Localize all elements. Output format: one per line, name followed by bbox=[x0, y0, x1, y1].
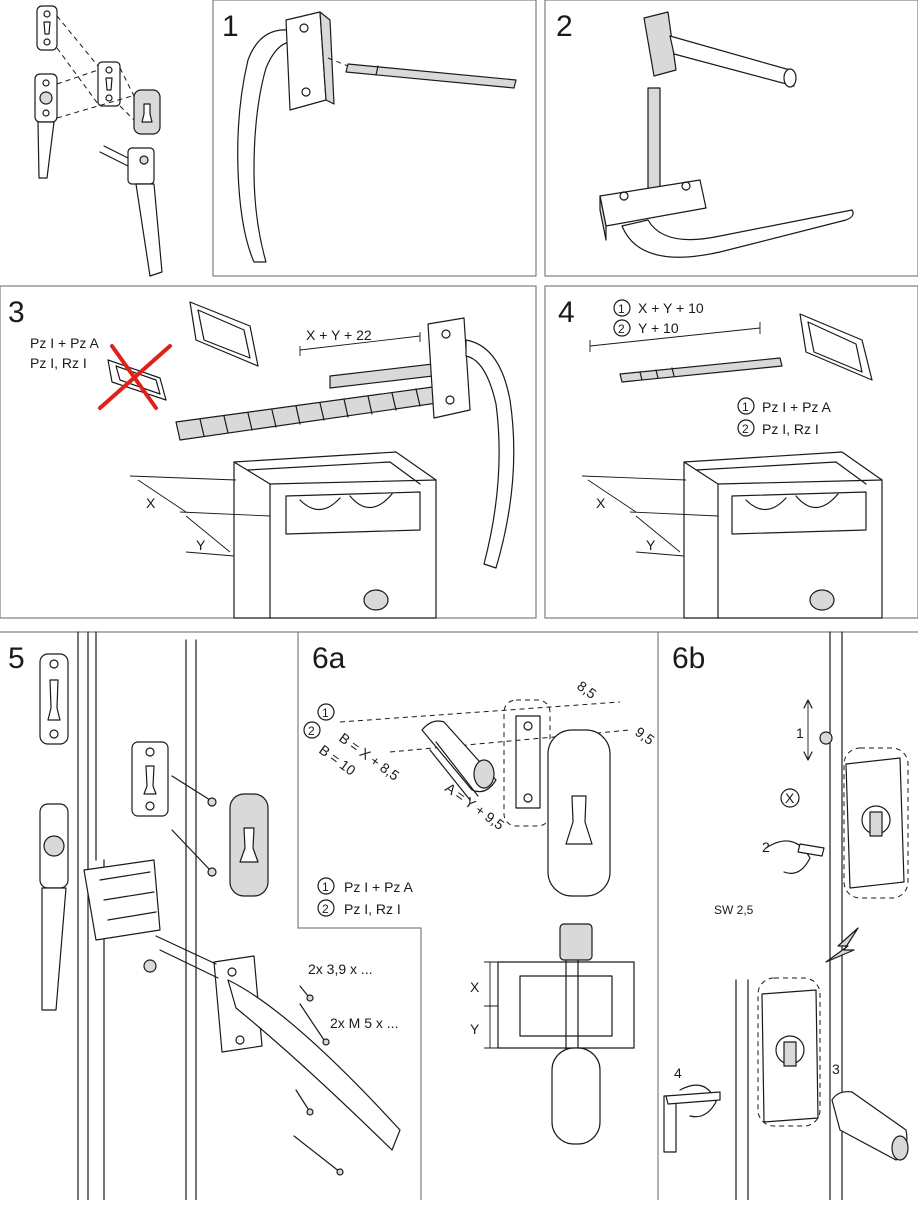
window-profile-3 bbox=[233, 451, 437, 619]
dimension-y-label: Y bbox=[196, 537, 206, 553]
dimension-x-label-4: X bbox=[596, 495, 606, 511]
folding-ruler bbox=[175, 385, 445, 441]
circle-number-2: 2 bbox=[618, 322, 625, 336]
rosette-5 bbox=[39, 653, 69, 745]
spindle-length-formula: X + Y + 22 bbox=[306, 327, 372, 343]
cylinder-6b bbox=[831, 1091, 909, 1161]
dimension-y-label-4: Y bbox=[646, 537, 656, 553]
variant-1: Pz I + Pz A bbox=[762, 399, 832, 415]
panel-6b: 6b 1 X 2 SW 2,5 bbox=[663, 631, 909, 1201]
dimension-x-label: X bbox=[146, 495, 156, 511]
cover-template bbox=[189, 301, 259, 367]
arrow-label-4: 4 bbox=[674, 1065, 682, 1081]
step-number-2: 2 bbox=[556, 10, 573, 43]
cylinder-6a bbox=[339, 701, 631, 801]
handle-5-left bbox=[39, 803, 69, 1011]
dimension-x-y-6a: X Y bbox=[470, 961, 498, 1049]
lock-case-6b-top bbox=[843, 747, 909, 899]
handle-5-right bbox=[143, 935, 401, 1151]
wrench-size: SW 2,5 bbox=[714, 903, 754, 917]
lock-case-6b-bottom bbox=[735, 977, 821, 1201]
circle-6a-2: 2 bbox=[308, 724, 315, 738]
handle-on-profile-3 bbox=[427, 317, 515, 569]
screw-spec-1: 2x 3,9 x ... bbox=[308, 961, 373, 977]
arrow-1-6b: 1 bbox=[796, 699, 813, 761]
step-number-3: 3 bbox=[8, 296, 25, 329]
formula-1: X + Y + 10 bbox=[638, 300, 704, 316]
step-number-1: 1 bbox=[222, 10, 239, 43]
circle-number-1b: 1 bbox=[742, 400, 749, 414]
dim-right: 9,5 bbox=[632, 723, 657, 748]
variant-2: Pz I, Rz I bbox=[762, 421, 819, 437]
direction-arrow-icon bbox=[825, 927, 859, 963]
step-number-4: 4 bbox=[558, 296, 575, 329]
hex-key-6b-top bbox=[765, 840, 825, 874]
lock-case-5 bbox=[83, 859, 161, 941]
panel-2: 2 bbox=[556, 10, 854, 258]
variant-label-line2: Pz I, Rz I bbox=[30, 355, 87, 371]
overview-exploded-view bbox=[34, 5, 163, 277]
screw-spec-2: 2x M 5 x ... bbox=[330, 1015, 398, 1031]
hex-key-6b-bottom bbox=[663, 1084, 721, 1153]
overview-handle-left bbox=[34, 73, 58, 179]
panel-4: 4 1 X + Y + 10 2 Y + 10 1 Pz I + Pz A 2 … bbox=[558, 296, 883, 619]
variant-label-line1: Pz I + Pz A bbox=[30, 335, 100, 351]
dim-top: 8,5 bbox=[574, 677, 599, 702]
cover-plate-6a bbox=[547, 729, 611, 897]
cover-template-crossed bbox=[98, 344, 172, 410]
handle-with-square-spindle bbox=[237, 11, 517, 263]
dim-6a-x: X bbox=[470, 979, 480, 995]
step-number-6a: 6a bbox=[312, 642, 346, 675]
red-cross-icon bbox=[98, 344, 172, 410]
variant-6a-2: Pz I, Rz I bbox=[344, 901, 401, 917]
screws-5 bbox=[171, 775, 217, 877]
cover-plate-5 bbox=[229, 793, 269, 897]
profile-section-6a bbox=[497, 923, 635, 1145]
dimension-x-y-4: X Y bbox=[581, 475, 719, 557]
screws-5-bottom bbox=[293, 985, 344, 1176]
overview-rosette-top bbox=[36, 5, 58, 51]
panel-3: 3 Pz I + Pz A Pz I, Rz I X + Y + 22 bbox=[8, 296, 515, 619]
x-marker: X bbox=[785, 790, 795, 806]
cover-template-4 bbox=[799, 313, 873, 381]
door-frame-5 bbox=[77, 631, 197, 1201]
circle-number-1: 1 bbox=[618, 302, 625, 316]
rosette-5-mid bbox=[131, 741, 169, 817]
panel-6a: 6a 1 B = X + 8,5 2 B = 10 A = Y + 9,5 8,… bbox=[303, 642, 658, 1145]
dim-6a-y: Y bbox=[470, 1021, 480, 1037]
variant-6a-1: Pz I + Pz A bbox=[344, 879, 414, 895]
lock-body-dashed-6a bbox=[503, 699, 551, 827]
hammer-icon bbox=[643, 11, 797, 88]
dimension-spindle-4 bbox=[589, 322, 783, 383]
overview-handle-right bbox=[99, 145, 163, 277]
circle-6a-1: 1 bbox=[322, 706, 329, 720]
step-number-5: 5 bbox=[8, 642, 25, 675]
step-number-6b: 6b bbox=[672, 642, 705, 675]
circle-6a-1b: 1 bbox=[322, 880, 329, 894]
circle-number-2b: 2 bbox=[742, 422, 749, 436]
overview-cover-plate bbox=[133, 89, 161, 135]
circle-6a-2b: 2 bbox=[322, 902, 329, 916]
panel-5: 5 bbox=[8, 631, 401, 1201]
formula-2: Y + 10 bbox=[638, 320, 679, 336]
dimension-spindle-length: X + Y + 22 bbox=[299, 327, 451, 389]
overview-rosette-mid bbox=[97, 61, 121, 107]
spindle-into-handle bbox=[599, 87, 854, 258]
dimension-x-y-3: X Y bbox=[129, 475, 271, 557]
arrow-label-2: 2 bbox=[762, 839, 770, 855]
arrow-label-1: 1 bbox=[796, 725, 804, 741]
arrow-label-3: 3 bbox=[832, 1061, 840, 1077]
window-profile-4 bbox=[683, 451, 883, 619]
panel-1: 1 bbox=[222, 10, 517, 263]
